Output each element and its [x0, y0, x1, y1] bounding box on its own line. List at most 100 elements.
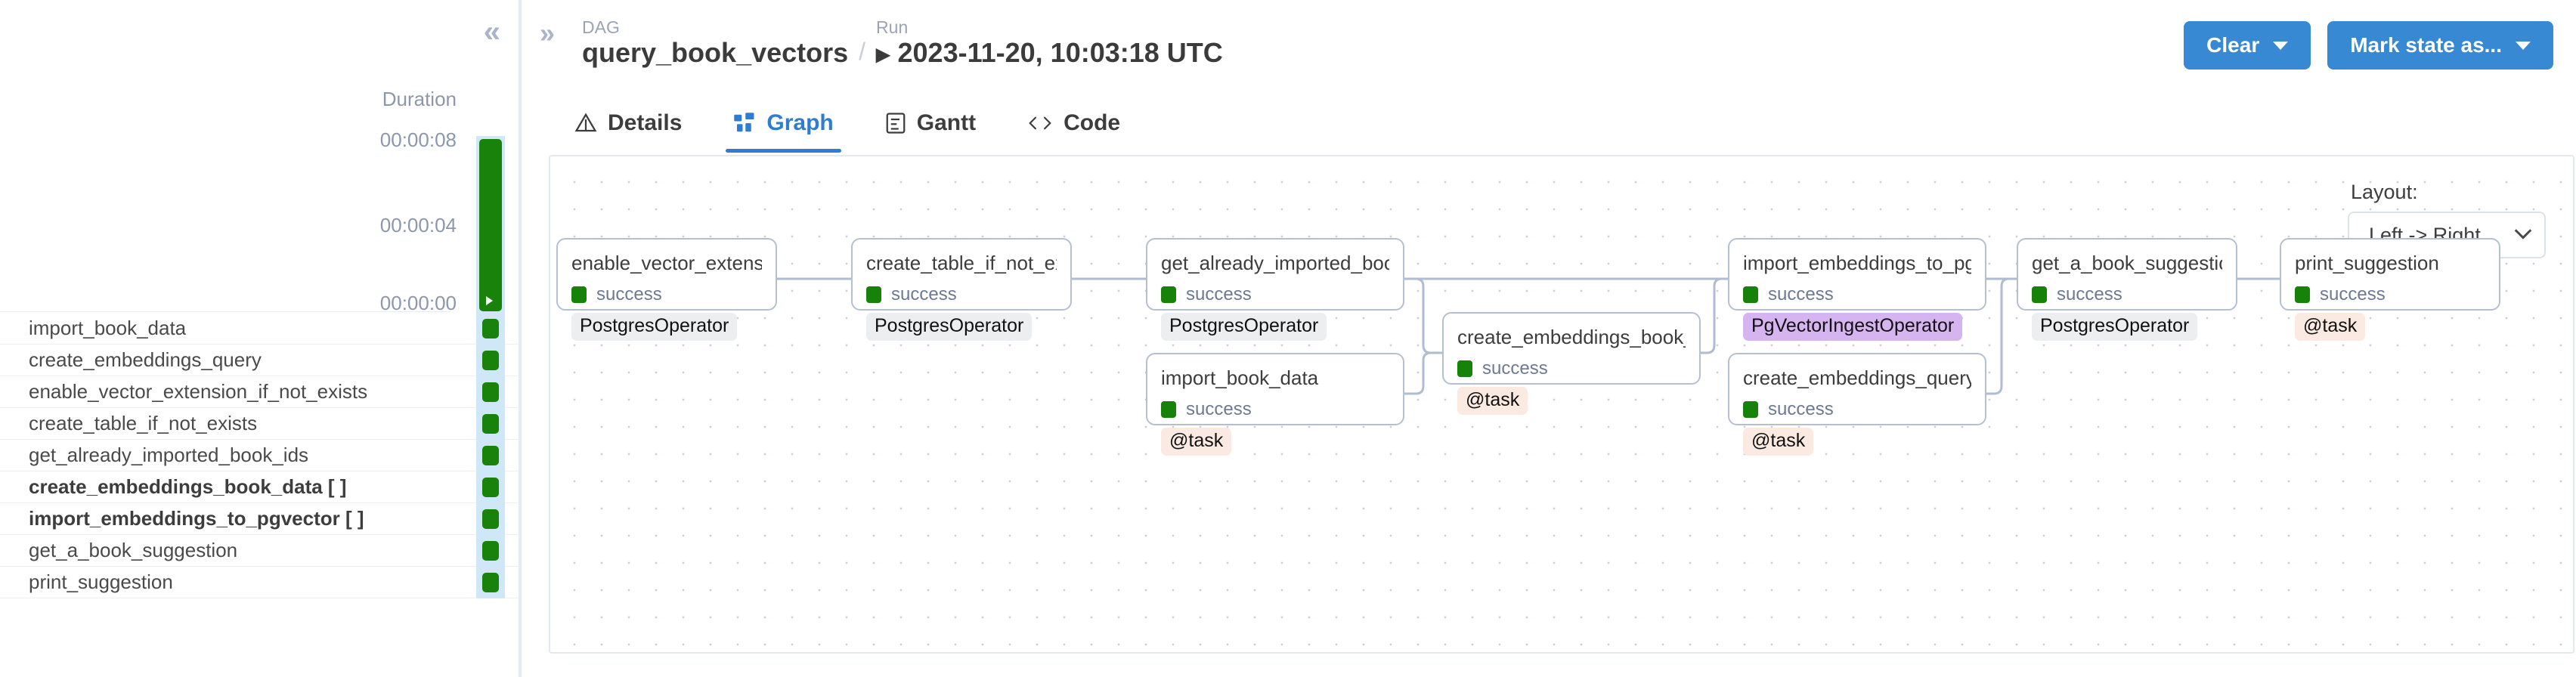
- clear-button[interactable]: Clear: [2184, 21, 2311, 70]
- task-instance-cell[interactable]: [476, 313, 505, 345]
- run-play-triangle-icon: ▶: [876, 45, 890, 66]
- graph-node-enable_vector_extension[interactable]: enable_vector_extension_if_n...successPo…: [556, 238, 777, 341]
- graph-node-import_embeddings_to_pgvector[interactable]: import_embeddings_to_pgve...successPgVec…: [1728, 238, 1986, 341]
- status-square-success: [1161, 286, 1176, 303]
- task-state-square-success[interactable]: [482, 509, 499, 529]
- task-instance-cell[interactable]: [476, 471, 505, 503]
- collapse-sidebar-icon[interactable]: «: [483, 15, 500, 48]
- graph-node-get_already_imported_book_ids[interactable]: get_already_imported_book_idssuccessPost…: [1146, 238, 1404, 341]
- graph-node-status-label: success: [596, 284, 662, 304]
- breadcrumb-dag[interactable]: DAG query_book_vectors: [582, 17, 849, 69]
- breadcrumb-run-value: 2023-11-20, 10:03:18 UTC: [897, 37, 1223, 69]
- breadcrumb-separator: /: [859, 38, 866, 66]
- graph-node-title: import_book_data: [1161, 366, 1319, 389]
- graph-node-operator-tag: @task: [1743, 428, 1814, 456]
- duration-tick-lower: 00:00:00: [379, 292, 457, 314]
- graph-node-operator-tag: @task: [2295, 313, 2366, 341]
- breadcrumb-run-kicker: Run: [876, 17, 909, 37]
- task-list-item-label: enable_vector_extension_if_not_exists: [29, 380, 368, 403]
- task-list-item-label: import_book_data: [29, 317, 187, 339]
- task-instance-cell[interactable]: [476, 440, 505, 471]
- status-square-success: [1743, 286, 1758, 303]
- task-state-square-success[interactable]: [482, 573, 499, 592]
- tab-gantt[interactable]: Gantt: [859, 101, 1002, 153]
- graph-node-status: success: [1743, 399, 1971, 420]
- duration-axis-baseline: [0, 311, 450, 312]
- graph-node-status-label: success: [1768, 284, 1834, 304]
- duration-tick-middle: 00:00:04: [379, 214, 457, 236]
- task-list-item[interactable]: create_embeddings_query: [0, 345, 519, 376]
- task-list-item[interactable]: import_book_data: [0, 313, 519, 345]
- task-state-square-success[interactable]: [482, 319, 499, 338]
- graph-node-status-label: success: [1482, 358, 1548, 379]
- task-list-item[interactable]: create_table_if_not_exists: [0, 408, 519, 440]
- graph-node-operator-tag: PostgresOperator: [2032, 313, 2198, 341]
- breadcrumb-dag-kicker: DAG: [582, 17, 620, 37]
- layout-label: Layout:: [2351, 181, 2418, 203]
- task-state-square-success[interactable]: [482, 478, 499, 497]
- status-square-success: [1743, 401, 1758, 418]
- breadcrumb-dag-name: query_book_vectors: [582, 37, 849, 69]
- graph-node-create_embeddings_book_data[interactable]: create_embeddings_book_da...success@task: [1442, 312, 1701, 415]
- task-state-square-success[interactable]: [482, 382, 499, 402]
- graph-node-operator-tag: @task: [1161, 428, 1232, 456]
- graph-edge-get_already_imported_book_ids-to-create_embeddings_book_data: [1404, 277, 1442, 354]
- task-instance-cell[interactable]: [476, 535, 505, 567]
- dagrun-duration-bar[interactable]: [479, 139, 502, 311]
- graph-node-create_table_if_not_exists[interactable]: create_table_if_not_existssuccessPostgre…: [851, 238, 1072, 341]
- task-instance-cell[interactable]: [476, 408, 505, 440]
- graph-node-title: import_embeddings_to_pgve...: [1743, 252, 1971, 274]
- tab-code[interactable]: Code: [1002, 101, 1146, 153]
- task-state-square-success[interactable]: [482, 414, 499, 434]
- graph-node-status-label: success: [2057, 284, 2122, 304]
- graph-node-status: success: [1161, 284, 1389, 305]
- graph-node-status: success: [866, 284, 1057, 305]
- task-list-item[interactable]: get_a_book_suggestion: [0, 535, 519, 567]
- task-list-item[interactable]: get_already_imported_book_ids: [0, 440, 519, 471]
- graph-node-status-label: success: [1186, 284, 1252, 304]
- task-instance-cell[interactable]: [476, 345, 505, 376]
- graph-nodes-icon: [733, 112, 756, 134]
- graph-node-status: success: [1161, 399, 1389, 420]
- graph-canvas[interactable]: enable_vector_extension_if_n...successPo…: [549, 155, 2574, 654]
- task-list-item[interactable]: create_embeddings_book_data [ ]: [0, 471, 519, 503]
- task-list-item-label: print_suggestion: [29, 570, 173, 593]
- tab-graph[interactable]: Graph: [707, 101, 859, 153]
- task-list-item[interactable]: enable_vector_extension_if_not_exists: [0, 376, 519, 408]
- task-state-square-success[interactable]: [482, 446, 499, 465]
- clear-button-label: Clear: [2206, 33, 2260, 57]
- tab-details[interactable]: Details: [549, 101, 707, 153]
- expand-sidebar-icon[interactable]: »: [540, 17, 555, 48]
- task-instance-cell[interactable]: [476, 567, 505, 598]
- graph-node-title: print_suggestion: [2295, 252, 2439, 274]
- task-state-square-success[interactable]: [482, 351, 499, 370]
- task-list-item[interactable]: import_embeddings_to_pgvector [ ]: [0, 503, 519, 535]
- header-actions: Clear Mark state as...: [2184, 21, 2553, 70]
- status-square-success: [866, 286, 881, 303]
- graph-node-status-label: success: [2320, 284, 2386, 304]
- task-list-item-label: get_a_book_suggestion: [29, 539, 238, 561]
- graph-node-operator-tag: PostgresOperator: [866, 313, 1033, 341]
- mark-state-as-button-label: Mark state as...: [2350, 33, 2502, 57]
- task-state-square-success[interactable]: [482, 541, 499, 561]
- task-instance-cell[interactable]: [476, 376, 505, 408]
- task-list-item-label: create_embeddings_query: [29, 348, 262, 371]
- graph-node-title: get_already_imported_book_ids: [1161, 252, 1389, 274]
- mark-state-as-button[interactable]: Mark state as...: [2327, 21, 2553, 70]
- graph-node-title: enable_vector_extension_if_n...: [571, 252, 762, 274]
- breadcrumb-run[interactable]: Run ▶ 2023-11-20, 10:03:18 UTC: [876, 17, 1223, 69]
- graph-node-title: create_embeddings_query: [1743, 366, 1971, 389]
- task-list-item[interactable]: print_suggestion: [0, 567, 519, 598]
- graph-node-status: success: [571, 284, 762, 305]
- tab-label: Gantt: [916, 110, 977, 135]
- duration-axis-title: Duration: [382, 88, 457, 110]
- task-instance-cell[interactable]: [476, 503, 505, 535]
- triangle-alert-icon: [574, 112, 597, 134]
